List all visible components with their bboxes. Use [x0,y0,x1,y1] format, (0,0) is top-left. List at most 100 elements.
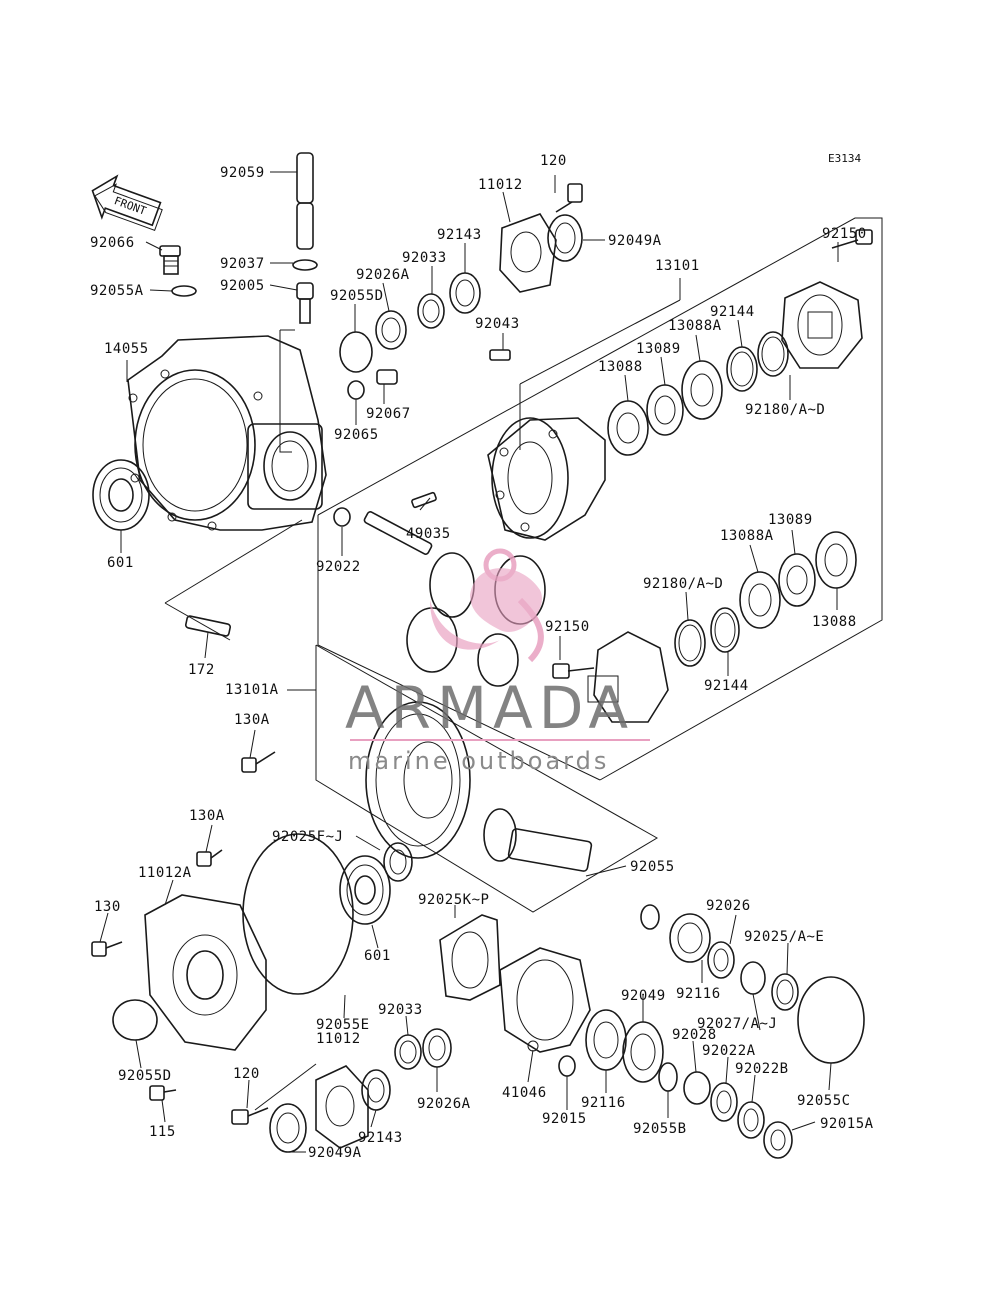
label-11012-bottom: 11012 [316,1031,361,1047]
label-92026: 92026 [706,898,751,914]
shim-92025FJ [383,842,413,882]
label-172: 172 [188,662,215,678]
label-41046: 41046 [502,1085,547,1101]
front-arrow-icon: FRONT [91,174,163,231]
label-130A-mid: 130A [189,808,225,824]
disc-13089-bottom [778,553,816,607]
label-92144-bottom: 92144 [704,678,749,694]
label-92180-bottom: 92180/A~D [643,576,723,592]
shaft-49035 [363,491,437,555]
watermark-logo-icon [430,548,544,663]
label-92055B: 92055B [633,1121,687,1137]
bearing-92116-upper [669,913,711,963]
seal-92026A-top [375,310,407,350]
label-13101: 13101 [655,258,700,274]
bearing-601-bottom [339,855,391,925]
label-601-bottom: 601 [364,948,391,964]
washer-92022A [710,1082,738,1122]
label-13089-top: 13089 [636,341,681,357]
bolt-130A-bottom [196,849,223,867]
bolt-92150-bottom [552,663,595,679]
collar-92028 [683,1071,711,1105]
label-92116-lower: 92116 [581,1095,626,1111]
label-13089-bottom: 13089 [768,512,813,528]
label-92025AE: 92025/A~E [744,929,824,945]
nut-92015A [763,1121,793,1159]
label-13088-bottom: 13088 [812,614,857,630]
pin-92043 [489,349,511,361]
label-92055D-top: 92055D [330,288,384,304]
part-labels: 92059 120 11012 92066 92037 92143 92049A… [90,153,874,1161]
retainer-11012-bottom [315,1065,369,1149]
bolt-92067 [376,369,398,385]
label-92116-upper: 92116 [676,986,721,1002]
bolt-115 [149,1085,177,1101]
shim-92180-top [757,331,789,377]
label-13088A-top: 13088A [668,318,722,334]
label-92065: 92065 [334,427,379,443]
label-92143-top: 92143 [437,227,482,243]
label-92026A-bottom: 92026A [417,1096,471,1112]
o-ring-92055-small [640,904,660,930]
watermark-brand: ARMADA [345,674,634,742]
seal-92026 [707,941,735,979]
label-120-top: 120 [540,153,567,169]
label-92022: 92022 [316,559,361,575]
housing-41046 [499,947,591,1053]
label-13101A: 13101A [225,682,279,698]
disc-13089-top [646,384,684,436]
seal-92143-top [449,272,481,314]
case-14055 [127,335,327,531]
snap-ring-92022 [333,507,351,527]
ring-92033-top [417,293,445,329]
retainer-11012-top [499,213,557,293]
label-92144-top: 92144 [710,304,755,320]
label-92143-bottom: 92143 [358,1130,403,1146]
o-ring-92055D-bottom [112,999,158,1041]
differential-assembly-frame [317,217,883,781]
label-92055C: 92055C [797,1093,851,1109]
seal-92026A-bottom [422,1028,452,1068]
washer-92144-top [726,346,758,392]
o-ring-92055A [171,285,197,297]
nut-92015 [558,1055,576,1077]
cover-11012A [144,894,267,1051]
label-92015: 92015 [542,1111,587,1127]
label-130A-top: 130A [234,712,270,728]
o-ring-92055E [242,833,354,995]
bearing-92116-lower [585,1009,627,1071]
label-92059: 92059 [220,165,265,181]
label-14055: 14055 [104,341,149,357]
label-92033-top: 92033 [402,250,447,266]
label-11012A: 11012A [138,865,192,881]
o-ring-92055C [797,976,865,1064]
label-92027: 92027/A~J [697,1016,777,1032]
label-92033-bottom: 92033 [378,1002,423,1018]
shim-92025AE [771,973,799,1011]
bearing-92049A-bottom [269,1103,307,1153]
washer-92065 [347,380,365,400]
breather-tube [296,152,314,250]
bearing-601-left [92,459,150,531]
label-130: 130 [94,899,121,915]
bearing-92049 [622,1021,664,1083]
cover-13101-top [781,281,863,369]
label-92015A: 92015A [820,1116,874,1132]
bolt-120-bottom [231,1107,269,1125]
label-92026A-top: 92026A [356,267,410,283]
label-92150-bottom: 92150 [545,619,590,635]
label-92043: 92043 [475,316,520,332]
label-92028: 92028 [672,1027,717,1043]
leader-lines [99,171,839,1153]
collar-92027 [740,961,766,995]
plate-13088-bottom [815,531,857,589]
clip-92037 [292,259,318,271]
label-601-left: 601 [107,555,134,571]
label-92049A-top: 92049A [608,233,662,249]
shim-92180-bottom [674,619,706,667]
ring-gear [365,701,471,859]
label-11012-top: 11012 [478,177,523,193]
label-92150-top: 92150 [822,226,867,242]
